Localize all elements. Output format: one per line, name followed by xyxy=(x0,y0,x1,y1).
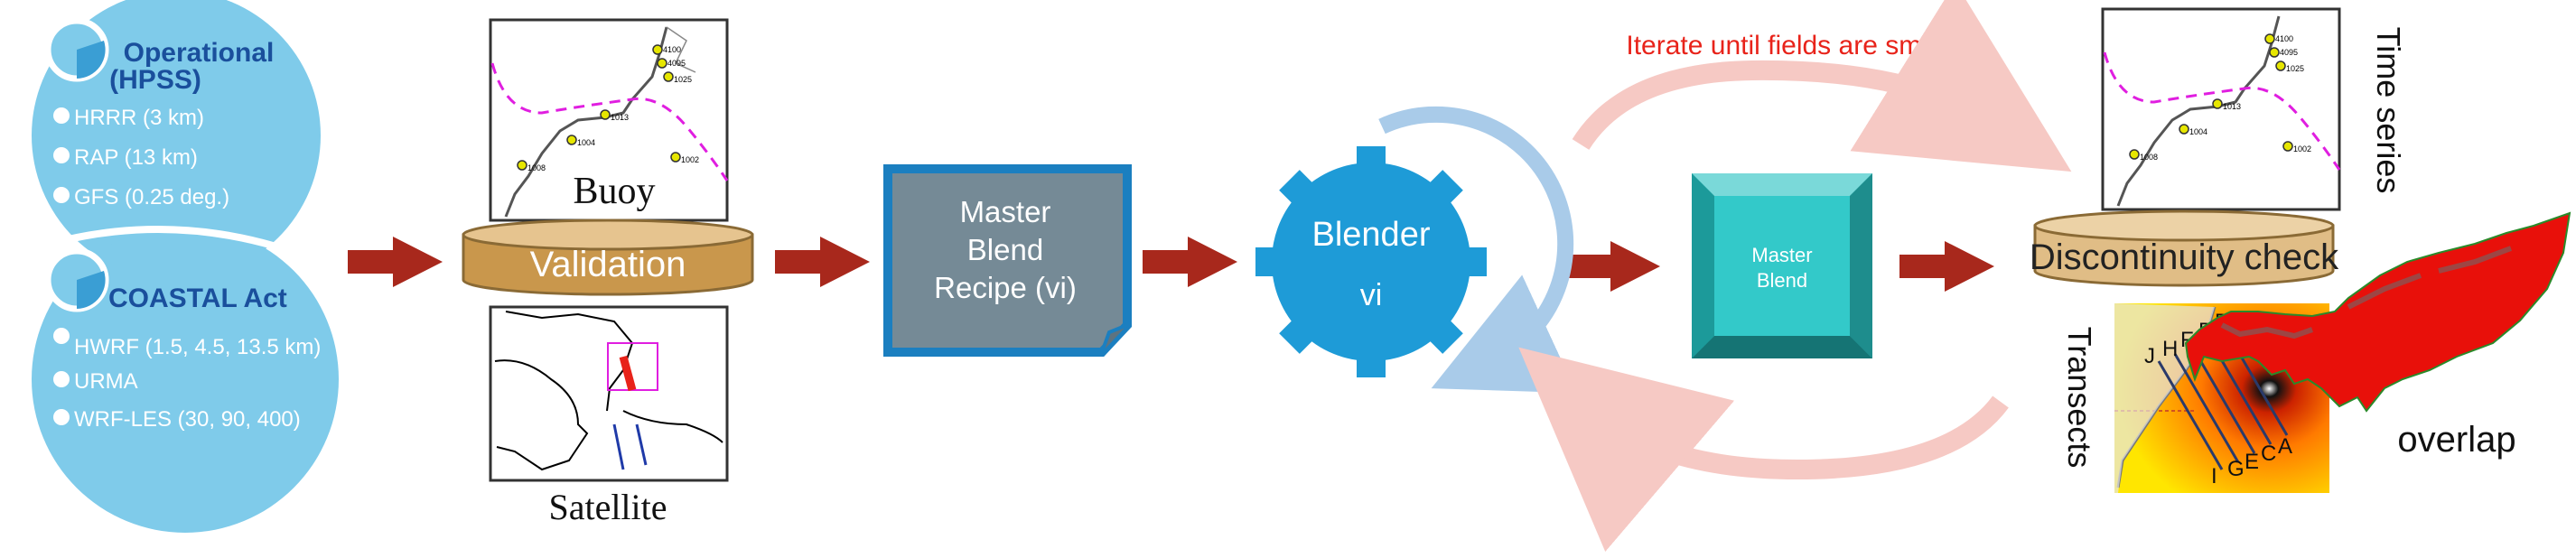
ts-buoy-id-2: 4095 xyxy=(2280,48,2298,57)
recipe-line3: Recipe (vi) xyxy=(934,271,1077,304)
operational-bubble: Operational (HPSS) HRRR (3 km) RAP (13 k… xyxy=(32,0,321,280)
ts-buoy-id-6: 1008 xyxy=(2140,153,2158,162)
operational-title-line2: (HPSS) xyxy=(109,65,201,95)
ts-buoy-id-4: 1013 xyxy=(2223,102,2241,111)
buoy-id-2: 4095 xyxy=(667,59,686,68)
iterate-loop-top xyxy=(1572,0,2072,172)
flow-arrow-3 xyxy=(1143,237,1237,287)
flow-arrows xyxy=(348,237,1994,292)
flow-arrow-4 xyxy=(1565,241,1660,292)
iterate-loop-bottom xyxy=(1518,347,2009,553)
bullet-icon xyxy=(53,187,70,203)
transect-letter: I xyxy=(2211,464,2217,488)
flow-arrow-2 xyxy=(775,237,870,287)
time-series-label: Time series xyxy=(2370,27,2407,194)
buoy-id-1: 4100 xyxy=(663,45,681,54)
operational-title-line1: Operational xyxy=(124,38,275,68)
buoy-map: 4100 4095 1025 1013 1004 1008 1002 Buoy xyxy=(489,18,729,222)
ts-buoy-id-7: 1002 xyxy=(2293,144,2311,153)
discontinuity-cylinder: Discontinuity check xyxy=(2030,209,2339,287)
blender-gear: Blender vi xyxy=(1255,106,1577,394)
bullet-icon xyxy=(53,147,70,163)
bullet-icon xyxy=(53,409,70,425)
master-blend-line1: Master xyxy=(1751,244,1812,266)
recipe-document: Master Blend Recipe (vi) xyxy=(883,164,1132,357)
transect-letter: C xyxy=(2261,442,2276,466)
coastal-title: COASTAL Act xyxy=(108,284,287,313)
ts-buoy-id-5: 1004 xyxy=(2189,127,2207,136)
recipe-line1: Master xyxy=(960,195,1051,228)
flow-arrow-1 xyxy=(348,237,443,287)
buoy-id-5: 1004 xyxy=(577,138,595,147)
transect-letter: J xyxy=(2144,344,2155,368)
rotation-arrow-icon xyxy=(1378,106,1577,394)
coastal-bubble: COASTAL Act HWRF (1.5, 4.5, 13.5 km) URM… xyxy=(32,226,339,533)
ts-buoy-id-1: 4100 xyxy=(2275,34,2293,43)
blender-line1: Blender xyxy=(1312,216,1431,254)
validation-label: Validation xyxy=(530,245,686,284)
bullet-icon xyxy=(53,371,70,387)
coastal-item-1: HWRF (1.5, 4.5, 13.5 km) xyxy=(74,335,321,359)
transect-letter: A xyxy=(2278,434,2292,459)
discontinuity-label: Discontinuity check xyxy=(2030,237,2339,277)
operational-item-2: RAP (13 km) xyxy=(74,145,198,170)
transect-letter: G xyxy=(2227,457,2245,481)
buoy-label: Buoy xyxy=(573,171,655,212)
bullet-icon xyxy=(53,328,70,344)
satellite-map: Satellite xyxy=(489,305,729,527)
overlap-map: overlap xyxy=(2184,211,2571,460)
recipe-line2: Blend xyxy=(967,233,1043,266)
buoy-id-7: 1002 xyxy=(681,155,699,164)
iterate-label: Iterate until fields are smooth xyxy=(1626,31,1974,60)
buoy-id-6: 1008 xyxy=(527,163,546,172)
master-blend-box: Master Blend xyxy=(1692,173,1872,358)
master-blend-line2: Blend xyxy=(1757,269,1807,292)
blender-line2: vi xyxy=(1360,278,1383,312)
buoy-id-3: 1025 xyxy=(674,75,692,84)
buoy-id-4: 1013 xyxy=(611,113,629,122)
bullet-icon xyxy=(53,107,70,124)
validation-cylinder: Validation xyxy=(462,219,754,296)
flow-arrow-5 xyxy=(1899,241,1994,292)
coastal-item-3: WRF-LES (30, 90, 400) xyxy=(74,407,301,432)
time-series-map: 4100 4095 1025 1013 1004 1008 1002 xyxy=(2101,7,2341,211)
transects-label: Transects xyxy=(2061,327,2098,469)
operational-item-3: GFS (0.25 deg.) xyxy=(74,185,229,209)
overlap-label: overlap xyxy=(2397,420,2515,460)
transect-letter: E xyxy=(2245,450,2259,474)
satellite-label: Satellite xyxy=(548,487,667,527)
transect-letter: H xyxy=(2162,337,2178,361)
operational-item-1: HRRR (3 km) xyxy=(74,106,204,130)
ts-buoy-id-3: 1025 xyxy=(2286,64,2304,73)
coastal-item-2: URMA xyxy=(74,369,138,394)
